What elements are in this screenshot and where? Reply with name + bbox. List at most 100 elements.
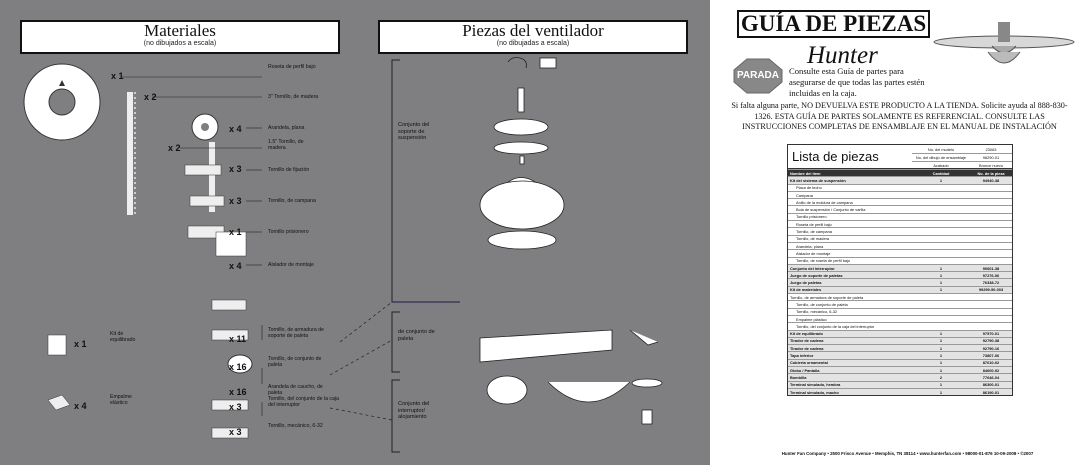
table-cell: 87610-02 <box>982 360 1000 366</box>
table-row: Tornillo, de armadura de soporte de pale… <box>788 293 1012 300</box>
table-row: Anillo de la moldura de campana <box>788 198 1012 205</box>
label-rosette: Roseta de perfil bajo <box>268 64 316 70</box>
piezas-title: Piezas del ventilador <box>462 21 604 40</box>
table-cell: Kit de equilibrado <box>790 331 823 337</box>
table-cell: Kit de materiales <box>790 287 822 293</box>
table-row: Tornillo, mecánico, 6-32 <box>788 307 1012 315</box>
table-cell: 1 <box>939 177 943 183</box>
materiales-subtitle: (no dibujados a escala) <box>143 40 217 47</box>
table-row: Aislador de montaje <box>788 249 1012 256</box>
list-title: Lista de piezas <box>792 149 879 164</box>
group-interruptor-label: Conjunto del interruptor/ alojamiento <box>398 401 430 420</box>
table-cell: Aislador de montaje <box>796 250 831 256</box>
label-blade-iron-screw: Tornillo, de armadura de soporte de pale… <box>268 327 324 339</box>
label-balance-kit: Kit de equilibrado <box>110 331 136 343</box>
table-cell: 92790-16 <box>982 345 1000 351</box>
meta-drawing-key: No. del dibujo de ensamblaje <box>915 155 967 160</box>
table-cell: 1 <box>939 382 943 388</box>
table-cell: Tapa inferior <box>790 353 814 359</box>
label-rubber-washer: Arandela de caucho, de paleta <box>268 384 323 396</box>
table-row: Placa de techo <box>788 183 1012 191</box>
table-cell: 1 <box>939 338 943 344</box>
group-paleta-label: de conjunto de paleta <box>398 329 435 342</box>
table-cell: Tornillo, de roseta de perfil bajo <box>796 258 851 264</box>
table-cell: Arandela, plana <box>796 243 824 249</box>
table-cell: 1 <box>939 353 943 359</box>
fan-image <box>933 22 1075 64</box>
table-cell: 1 <box>939 287 943 293</box>
table-row: Tornillo, de conjunto de paleta <box>788 300 1012 307</box>
table-cell: 1 <box>939 272 943 278</box>
table-cell: 97570-01 <box>982 331 1000 337</box>
table-cell: 1 <box>939 331 943 337</box>
table-cell: 1 <box>939 345 943 351</box>
qty-rosette: x 1 <box>111 71 124 81</box>
meta-model-key: No. del modelo <box>927 146 955 152</box>
table-cell: 73807-06 <box>982 353 1000 359</box>
footer-text: Hunter Fan Company • 2500 Frisco Avenue … <box>781 451 1034 456</box>
table-cell: 1 <box>939 280 943 286</box>
table-cell: 86300-01 <box>982 382 1000 388</box>
parts-list-table: Lista de piezas No. del modelo 23063 No. … <box>787 144 1013 397</box>
qty-canopy-screw: x 3 <box>229 196 242 206</box>
qty-balance-kit: x 1 <box>74 339 87 349</box>
table-row: Kit de equilibrado 1 97570-01 <box>788 329 1012 337</box>
label-wire-nut: Empalme elástico <box>110 394 132 406</box>
table-row: Bola de suspensión / Conjunto de varilla <box>788 205 1012 212</box>
table-row: Tornillo, de campana <box>788 227 1012 234</box>
col-header-qty: Cantidad <box>932 170 950 176</box>
table-cell: 1 <box>939 389 943 395</box>
materiales-title: Materiales <box>144 21 216 40</box>
label-machine-screw: Tornillo, mecánico, 6-32 <box>268 423 323 429</box>
hardware-drawings <box>23 57 663 453</box>
qty-wire-nut: x 4 <box>74 401 87 411</box>
meta-finish-value: Bronce nuevo <box>978 163 1003 168</box>
table-cell: 1 <box>939 367 943 373</box>
label-wood-screw-15: 1.5" Tornillo, de madera <box>268 139 304 151</box>
qty-wood-screw-3: x 2 <box>144 92 157 102</box>
table-cell: 1 <box>939 360 943 366</box>
table-cell: Tornillo, de campana <box>796 229 832 235</box>
table-row: Tornillo, de roseta de perfil bajo <box>788 256 1012 264</box>
table-cell: 97276-06 <box>982 272 1000 278</box>
qty-set-screw: x 3 <box>229 164 242 174</box>
group-soporte-label: Conjunto del soporte de suspensión <box>398 122 430 141</box>
table-cell: Empalme plástico <box>796 316 827 322</box>
table-cell: Tirador de cadena <box>790 338 824 344</box>
table-cell: Tornillo, de conjunto de paleta <box>796 301 848 307</box>
qty-prisoner-screw: x 1 <box>229 227 242 237</box>
table-cell: 99299-90-003 <box>978 287 1004 293</box>
qty-isolator: x 4 <box>229 261 242 271</box>
table-cell: Campana <box>796 192 813 198</box>
col-header-name: Nombre del ítem <box>790 170 821 176</box>
table-cell: 84600-92 <box>982 367 1000 373</box>
table-cell: Tirador de cadena <box>790 345 824 351</box>
meta-model-value: 23063 <box>985 146 997 152</box>
hunter-logo: Hunter <box>807 42 878 69</box>
table-row: Roseta de perfil bajo <box>788 220 1012 227</box>
guide-title: GUÍA DE PIEZAS <box>740 11 927 36</box>
stop-sign-icon <box>733 58 783 94</box>
table-row: Tornillo prisionero <box>788 212 1012 220</box>
table-row: Campana <box>788 190 1012 198</box>
intro-text: Consulte esta Guía de partes para asegur… <box>789 66 925 98</box>
label-prisoner-screw: Tornillo prisionero <box>268 229 309 235</box>
label-wood-screw-3: 3" Tornillo, de madera <box>268 94 319 100</box>
table-cell: 1 <box>939 265 943 271</box>
label-washer: Arandela, plana <box>268 125 305 131</box>
table-cell: Tornillo, de madera <box>796 236 830 242</box>
table-header: Nombre del ítem Cantidad No. de la pieza <box>788 169 1012 177</box>
table-cell: Conjunto del interruptor <box>790 265 835 271</box>
qty-machine-screw: x 3 <box>229 427 242 437</box>
label-isolator: Aislador de montaje <box>268 262 314 268</box>
label-canopy-screw: Tornillo, de campana <box>268 198 316 204</box>
table-row: Globo / Pantalla 1 84600-92 <box>788 366 1012 374</box>
qty-rubber-washer: x 16 <box>229 387 247 397</box>
table-cell: Tornillo, del conjunto de la caja del in… <box>796 323 875 329</box>
table-cell: Globo / Pantalla <box>790 367 820 373</box>
table-cell: Tornillo prisionero <box>796 214 827 220</box>
